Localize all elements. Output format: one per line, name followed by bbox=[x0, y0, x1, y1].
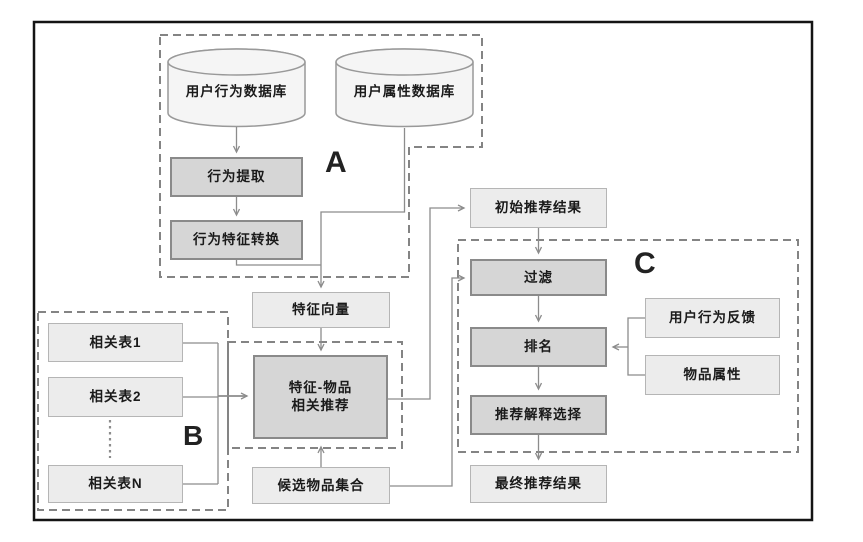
line-convert-to-junction bbox=[235, 260, 321, 266]
group-c-label: C bbox=[634, 247, 656, 280]
node-feature-item-recommend-line2: 相关推荐 bbox=[291, 398, 350, 413]
group-a-label: A bbox=[325, 146, 347, 179]
node-candidate-items: 候选物品集合 bbox=[252, 467, 390, 504]
group-b-region bbox=[37, 311, 229, 511]
node-explanation-select: 推荐解释选择 bbox=[470, 395, 607, 435]
node-filter: 过滤 bbox=[470, 259, 607, 296]
node-feature-item-recommend-line1: 特征-物品 bbox=[288, 380, 353, 395]
node-feature-item-recommend: 特征-物品 相关推荐 bbox=[253, 355, 388, 439]
group-a-region bbox=[159, 34, 483, 278]
group-b-label: B bbox=[183, 420, 204, 451]
bracket-feedback-attributes bbox=[627, 317, 645, 376]
node-initial-results: 初始推荐结果 bbox=[470, 188, 607, 228]
database-user-behavior-label: 用户行为数据库 bbox=[185, 84, 288, 99]
arrow-featureitem-to-initial bbox=[388, 208, 464, 400]
feature-item-region bbox=[227, 341, 403, 449]
node-behavior-feature-convert: 行为特征转换 bbox=[170, 220, 303, 260]
database-user-attribute-label: 用户属性数据库 bbox=[353, 84, 456, 99]
node-ranking: 排名 bbox=[470, 327, 607, 367]
group-c-region bbox=[457, 239, 799, 453]
node-final-results: 最终推荐结果 bbox=[470, 465, 607, 503]
database-cylinder-user-behavior bbox=[167, 48, 306, 128]
arrow-candidates-to-filter bbox=[390, 278, 464, 487]
node-feature-vector: 特征向量 bbox=[252, 292, 390, 328]
node-related-table-1: 相关表1 bbox=[48, 323, 183, 362]
outer-frame bbox=[32, 20, 814, 522]
node-item-attributes: 物品属性 bbox=[645, 355, 780, 395]
arrow-attributedb-to-featurevector bbox=[321, 128, 406, 287]
node-user-feedback: 用户行为反馈 bbox=[645, 298, 780, 338]
database-cylinder-user-attribute bbox=[335, 48, 474, 128]
node-related-table-2: 相关表2 bbox=[48, 377, 183, 417]
node-related-table-n: 相关表N bbox=[48, 465, 183, 503]
node-behavior-extract: 行为提取 bbox=[170, 157, 303, 197]
